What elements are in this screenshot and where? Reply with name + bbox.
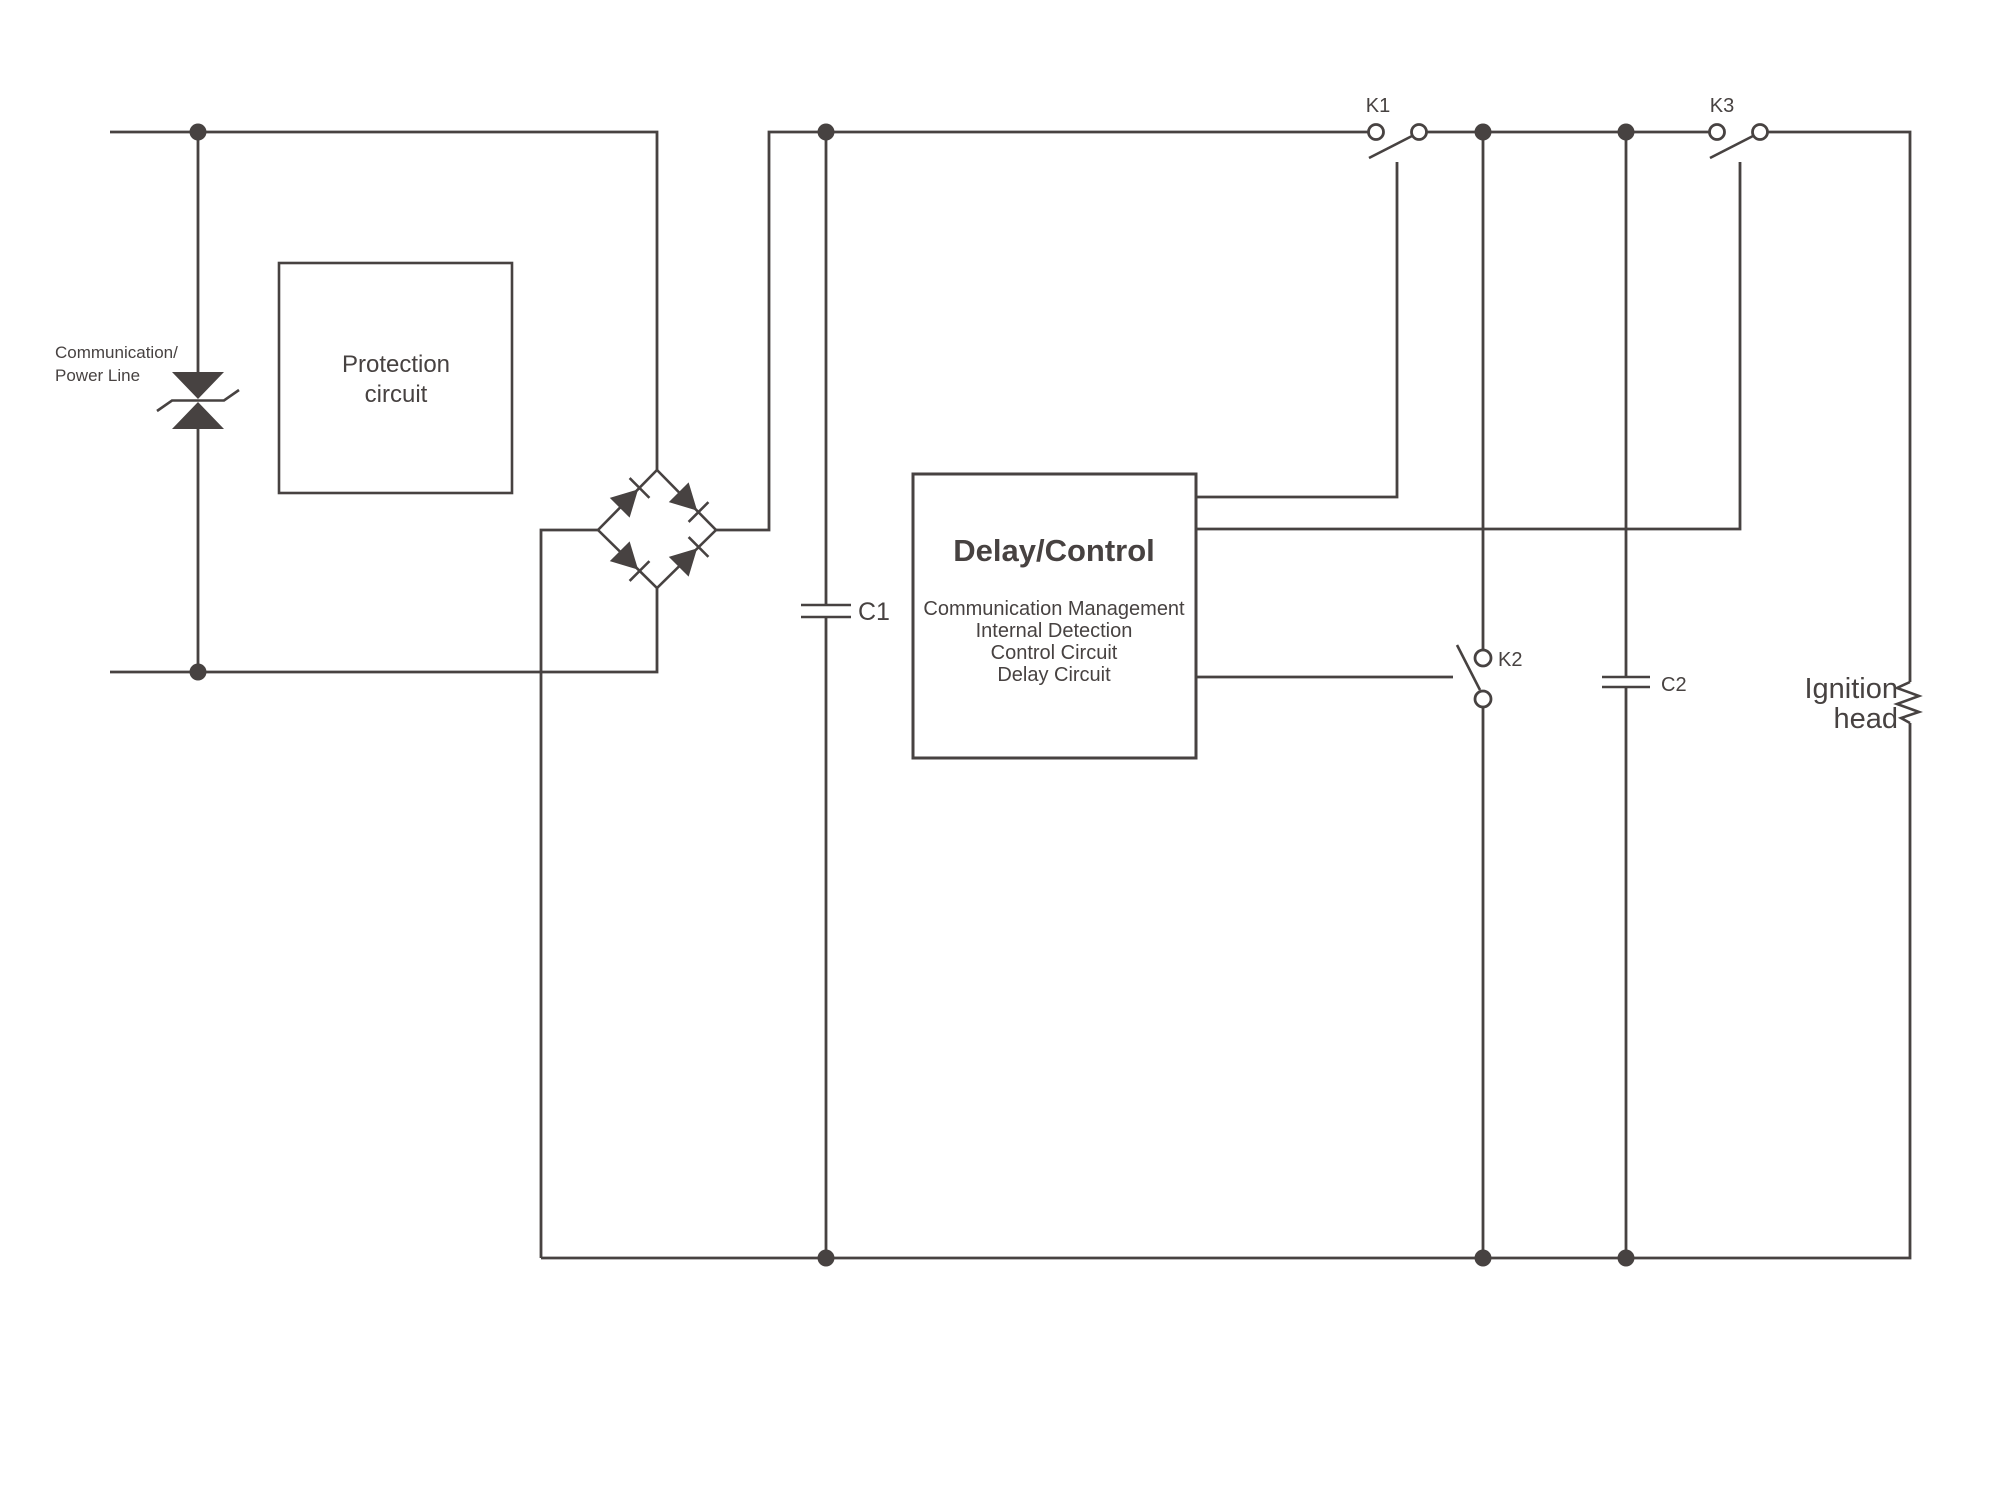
delay-box-line4: Delay Circuit <box>997 664 1111 686</box>
junction-dot <box>189 663 207 681</box>
wire-bridge-left-to-bottom <box>539 528 598 1258</box>
delay-box-line1: Communication Management <box>923 598 1185 620</box>
delay-box-line2: Internal Detection <box>976 620 1133 642</box>
protection-box-label-line1: Protection <box>342 351 450 378</box>
delay-box-title: Delay/Control <box>953 533 1155 568</box>
junction-dot <box>189 123 207 141</box>
junction-dot <box>1617 1249 1635 1267</box>
delay-control-box: Delay/Control Communication Management I… <box>911 472 1198 760</box>
capacitor-c2-label: C2 <box>1661 674 1687 696</box>
ignition-head-label-line2: head <box>1833 703 1898 735</box>
bridge-rectifier-icon <box>596 468 718 590</box>
ignition-head-resistor-icon <box>1893 680 1923 725</box>
tvs-diode-icon <box>156 372 240 429</box>
delay-box-line3: Control Circuit <box>991 642 1118 664</box>
wire-control-k1 <box>1196 162 1399 499</box>
switch-k3-icon <box>1708 123 1769 160</box>
switch-k1-label: K1 <box>1366 95 1390 117</box>
junction-dot <box>817 123 835 141</box>
wire-top-left-rail <box>110 130 659 470</box>
switch-k2-icon <box>1455 644 1493 709</box>
protection-circuit-box: Protection circuit <box>277 261 514 495</box>
capacitor-c2-icon <box>1602 675 1650 689</box>
junction-dots <box>189 123 1635 1267</box>
capacitor-c1-icon <box>801 603 851 619</box>
power-line-label-line1: Communication/ <box>55 343 178 362</box>
ignition-head-label-line1: Ignition <box>1804 673 1898 705</box>
junction-dot <box>1474 123 1492 141</box>
wire-control-k3 <box>1196 162 1742 531</box>
power-line-label-line2: Power Line <box>55 366 140 385</box>
protection-box-label-line2: circuit <box>365 381 428 408</box>
switch-k3-label: K3 <box>1710 95 1734 117</box>
junction-dot <box>817 1249 835 1267</box>
wire-right-edge-top <box>1767 130 1912 682</box>
switch-k2-label: K2 <box>1498 649 1522 671</box>
junction-dot <box>1617 123 1635 141</box>
junction-dot <box>1474 1249 1492 1267</box>
wire-bottom-left-rail <box>110 588 659 674</box>
wire-bottom-rail <box>541 723 1912 1260</box>
wire-dc-plus-rail-left <box>716 130 1369 532</box>
capacitor-c1-label: C1 <box>858 598 890 626</box>
switch-k1-icon <box>1367 123 1428 160</box>
